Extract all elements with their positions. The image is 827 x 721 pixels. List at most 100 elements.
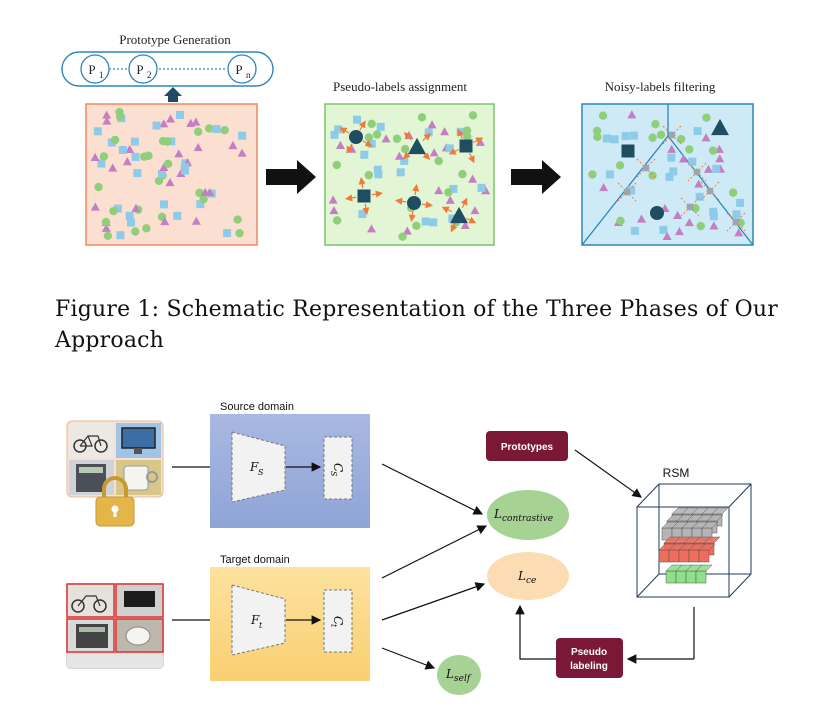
circle-sample — [332, 216, 342, 225]
svg-text:P: P — [235, 62, 242, 77]
square-sample — [477, 183, 486, 192]
target-domain-label: Target domain — [220, 554, 290, 566]
triangle-sample — [673, 210, 683, 219]
square-sample — [449, 184, 458, 193]
assignment-arrow — [450, 221, 458, 233]
square-sample — [334, 125, 343, 134]
ce-loss-node — [487, 552, 569, 600]
triangle-sample — [715, 154, 725, 163]
circle-sample — [696, 221, 705, 231]
circle-sample — [367, 119, 376, 129]
prototype-square — [621, 144, 635, 158]
svg-text:P: P — [136, 62, 143, 77]
svg-text:P: P — [88, 62, 95, 77]
triangle-sample — [684, 218, 694, 227]
svg-text:C: C — [331, 616, 345, 625]
prototype-p2: P 2 — [128, 54, 158, 84]
triangle-sample — [108, 163, 118, 172]
assignment-arrow — [403, 131, 412, 141]
triangle-sample — [166, 114, 176, 123]
circle-sample — [110, 135, 120, 145]
square-sample — [400, 156, 409, 165]
triangle-sample — [102, 110, 112, 119]
square-sample — [196, 200, 205, 209]
square-sample — [396, 168, 405, 177]
triangle-sample — [445, 195, 455, 204]
up-arrow-icon — [164, 87, 182, 102]
square-sample — [167, 137, 176, 146]
svg-text:2: 2 — [147, 70, 152, 80]
svg-text:C: C — [331, 463, 345, 472]
arrow-prototypes-to-rsm — [574, 449, 642, 498]
prototype-triangle — [450, 206, 468, 224]
triangle-sample — [131, 203, 141, 212]
prototype-circle — [650, 206, 664, 220]
filtered-sample — [693, 168, 701, 176]
rsm-cell — [658, 549, 670, 563]
square-sample — [374, 170, 383, 179]
circle-sample — [162, 137, 172, 146]
square-sample — [712, 164, 721, 173]
circle-sample — [193, 127, 203, 136]
square-sample — [126, 218, 135, 227]
assignment-arrow — [460, 197, 468, 209]
arrow-target-to-ce — [381, 582, 486, 621]
prototype-square — [459, 139, 473, 153]
panel-pseudo-labels — [324, 103, 495, 246]
square-sample — [659, 225, 668, 234]
circle-sample — [235, 229, 244, 238]
prototype-triangle — [408, 137, 426, 155]
filtered-sample — [706, 187, 714, 195]
triangle-sample — [174, 149, 184, 158]
square-sample — [621, 132, 630, 141]
rsm-cell — [698, 549, 710, 563]
rsm-cell — [685, 570, 697, 584]
arrow-pseudo-to-ce — [515, 604, 556, 660]
pseudo-labels-title: Pseudo-labels assignment — [333, 79, 467, 94]
svg-text:contrastive: contrastive — [502, 514, 553, 524]
prototype-pn: P n — [227, 54, 257, 84]
svg-text:L: L — [517, 569, 526, 583]
square-sample — [238, 131, 247, 140]
circle-sample — [651, 120, 660, 129]
circle-sample — [392, 134, 402, 143]
target-feature-extractor — [231, 584, 286, 656]
assignment-arrow — [421, 201, 434, 209]
assignment-arrow — [408, 210, 416, 223]
triangle-sample — [381, 134, 391, 143]
rsm-cell — [675, 570, 687, 584]
triangle-sample — [186, 118, 196, 127]
source-classifier — [323, 436, 353, 500]
big-arrow-icon-2 — [511, 160, 561, 194]
svg-text:t: t — [329, 624, 338, 628]
square-sample — [693, 127, 702, 136]
svg-text:self: self — [454, 674, 472, 684]
triangle-sample — [122, 157, 132, 166]
prototype-triangle — [711, 118, 729, 136]
circle-sample — [702, 113, 711, 122]
triangle-sample — [637, 214, 647, 223]
square-sample — [602, 134, 611, 143]
assignment-arrow — [345, 194, 357, 202]
square-sample — [627, 186, 636, 195]
figure-1-caption: Figure 1: Schematic Representation of th… — [55, 297, 778, 353]
circle-sample — [616, 216, 625, 226]
triangle-sample — [394, 151, 404, 160]
prototype-circle — [349, 130, 363, 144]
triangle-sample — [460, 220, 470, 229]
square-sample — [131, 152, 140, 161]
square-sample — [113, 204, 122, 213]
svg-text:ce: ce — [526, 576, 536, 586]
arrow-target-to-self — [381, 647, 436, 670]
triangle-sample — [468, 174, 478, 183]
circle-sample — [728, 188, 738, 197]
triangle-sample — [159, 162, 169, 171]
triangle-sample — [481, 186, 491, 195]
circle-sample — [598, 111, 608, 120]
square-sample — [448, 214, 457, 223]
square-sample — [330, 130, 339, 139]
circle-sample — [434, 156, 443, 166]
triangle-sample — [429, 148, 439, 157]
square-sample — [665, 172, 674, 181]
